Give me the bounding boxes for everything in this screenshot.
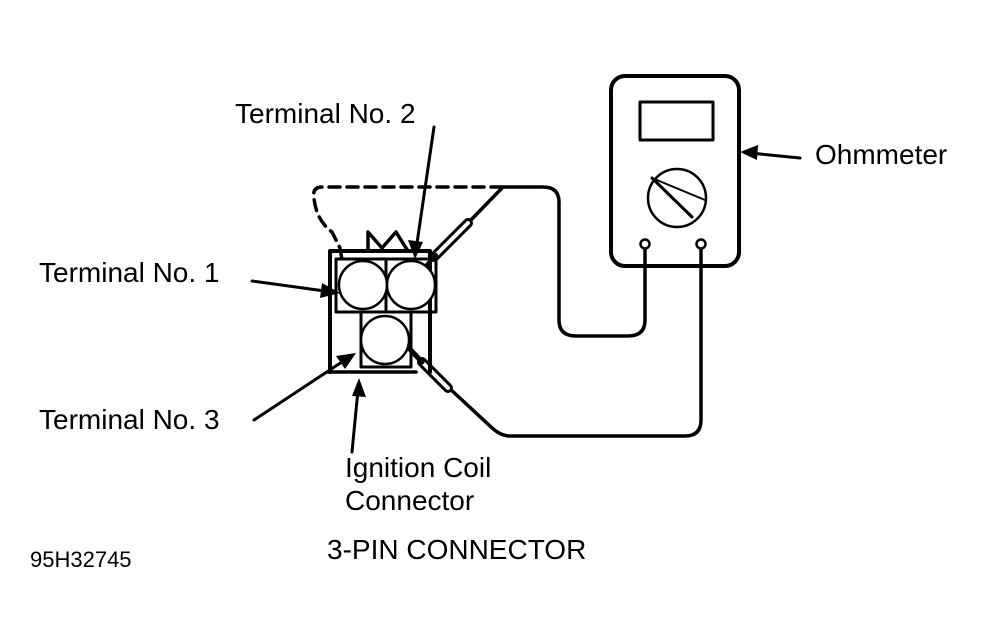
label-terminal-1: Terminal No. 1 [39, 257, 220, 288]
ohmmeter-display [638, 100, 715, 142]
arrow-ohmmeter [748, 151, 802, 160]
label-ohmmeter: Ohmmeter [815, 139, 948, 170]
figure-id: 95H32745 [30, 547, 132, 572]
label-ignition-coil-line2: Connector [345, 485, 475, 516]
label-terminal-2: Terminal No. 2 [235, 98, 416, 129]
dial-needle [650, 176, 694, 219]
dial-needle-arc [651, 177, 706, 201]
arrow-ignition-coil [350, 388, 360, 454]
arrow-terminal-3 [252, 356, 350, 422]
ohmmeter [609, 74, 741, 268]
test-lead-wire-2 [446, 247, 703, 438]
test-lead-wire-1 [466, 185, 647, 338]
terminal-3-pin [359, 314, 411, 366]
label-ignition-coil-line1: Ignition Coil [345, 452, 492, 483]
ohmmeter-terminal-left [639, 238, 651, 250]
jumper-wire-dashed [311, 185, 504, 262]
arrow-terminal-1 [250, 279, 334, 294]
terminal-2-pin [385, 259, 437, 311]
ohmmeter-terminal-right [695, 238, 707, 250]
ohmmeter-body [609, 74, 741, 268]
connector-latch [366, 230, 410, 253]
ohmmeter-dial [646, 167, 708, 229]
label-terminal-3: Terminal No. 3 [39, 404, 220, 435]
caption-3-pin-connector: 3-PIN CONNECTOR [327, 534, 587, 565]
arrow-terminal-2 [414, 125, 436, 252]
terminal-1-pin [337, 259, 389, 311]
ignition-coil-connector [326, 230, 438, 374]
leader-arrows [250, 125, 802, 454]
